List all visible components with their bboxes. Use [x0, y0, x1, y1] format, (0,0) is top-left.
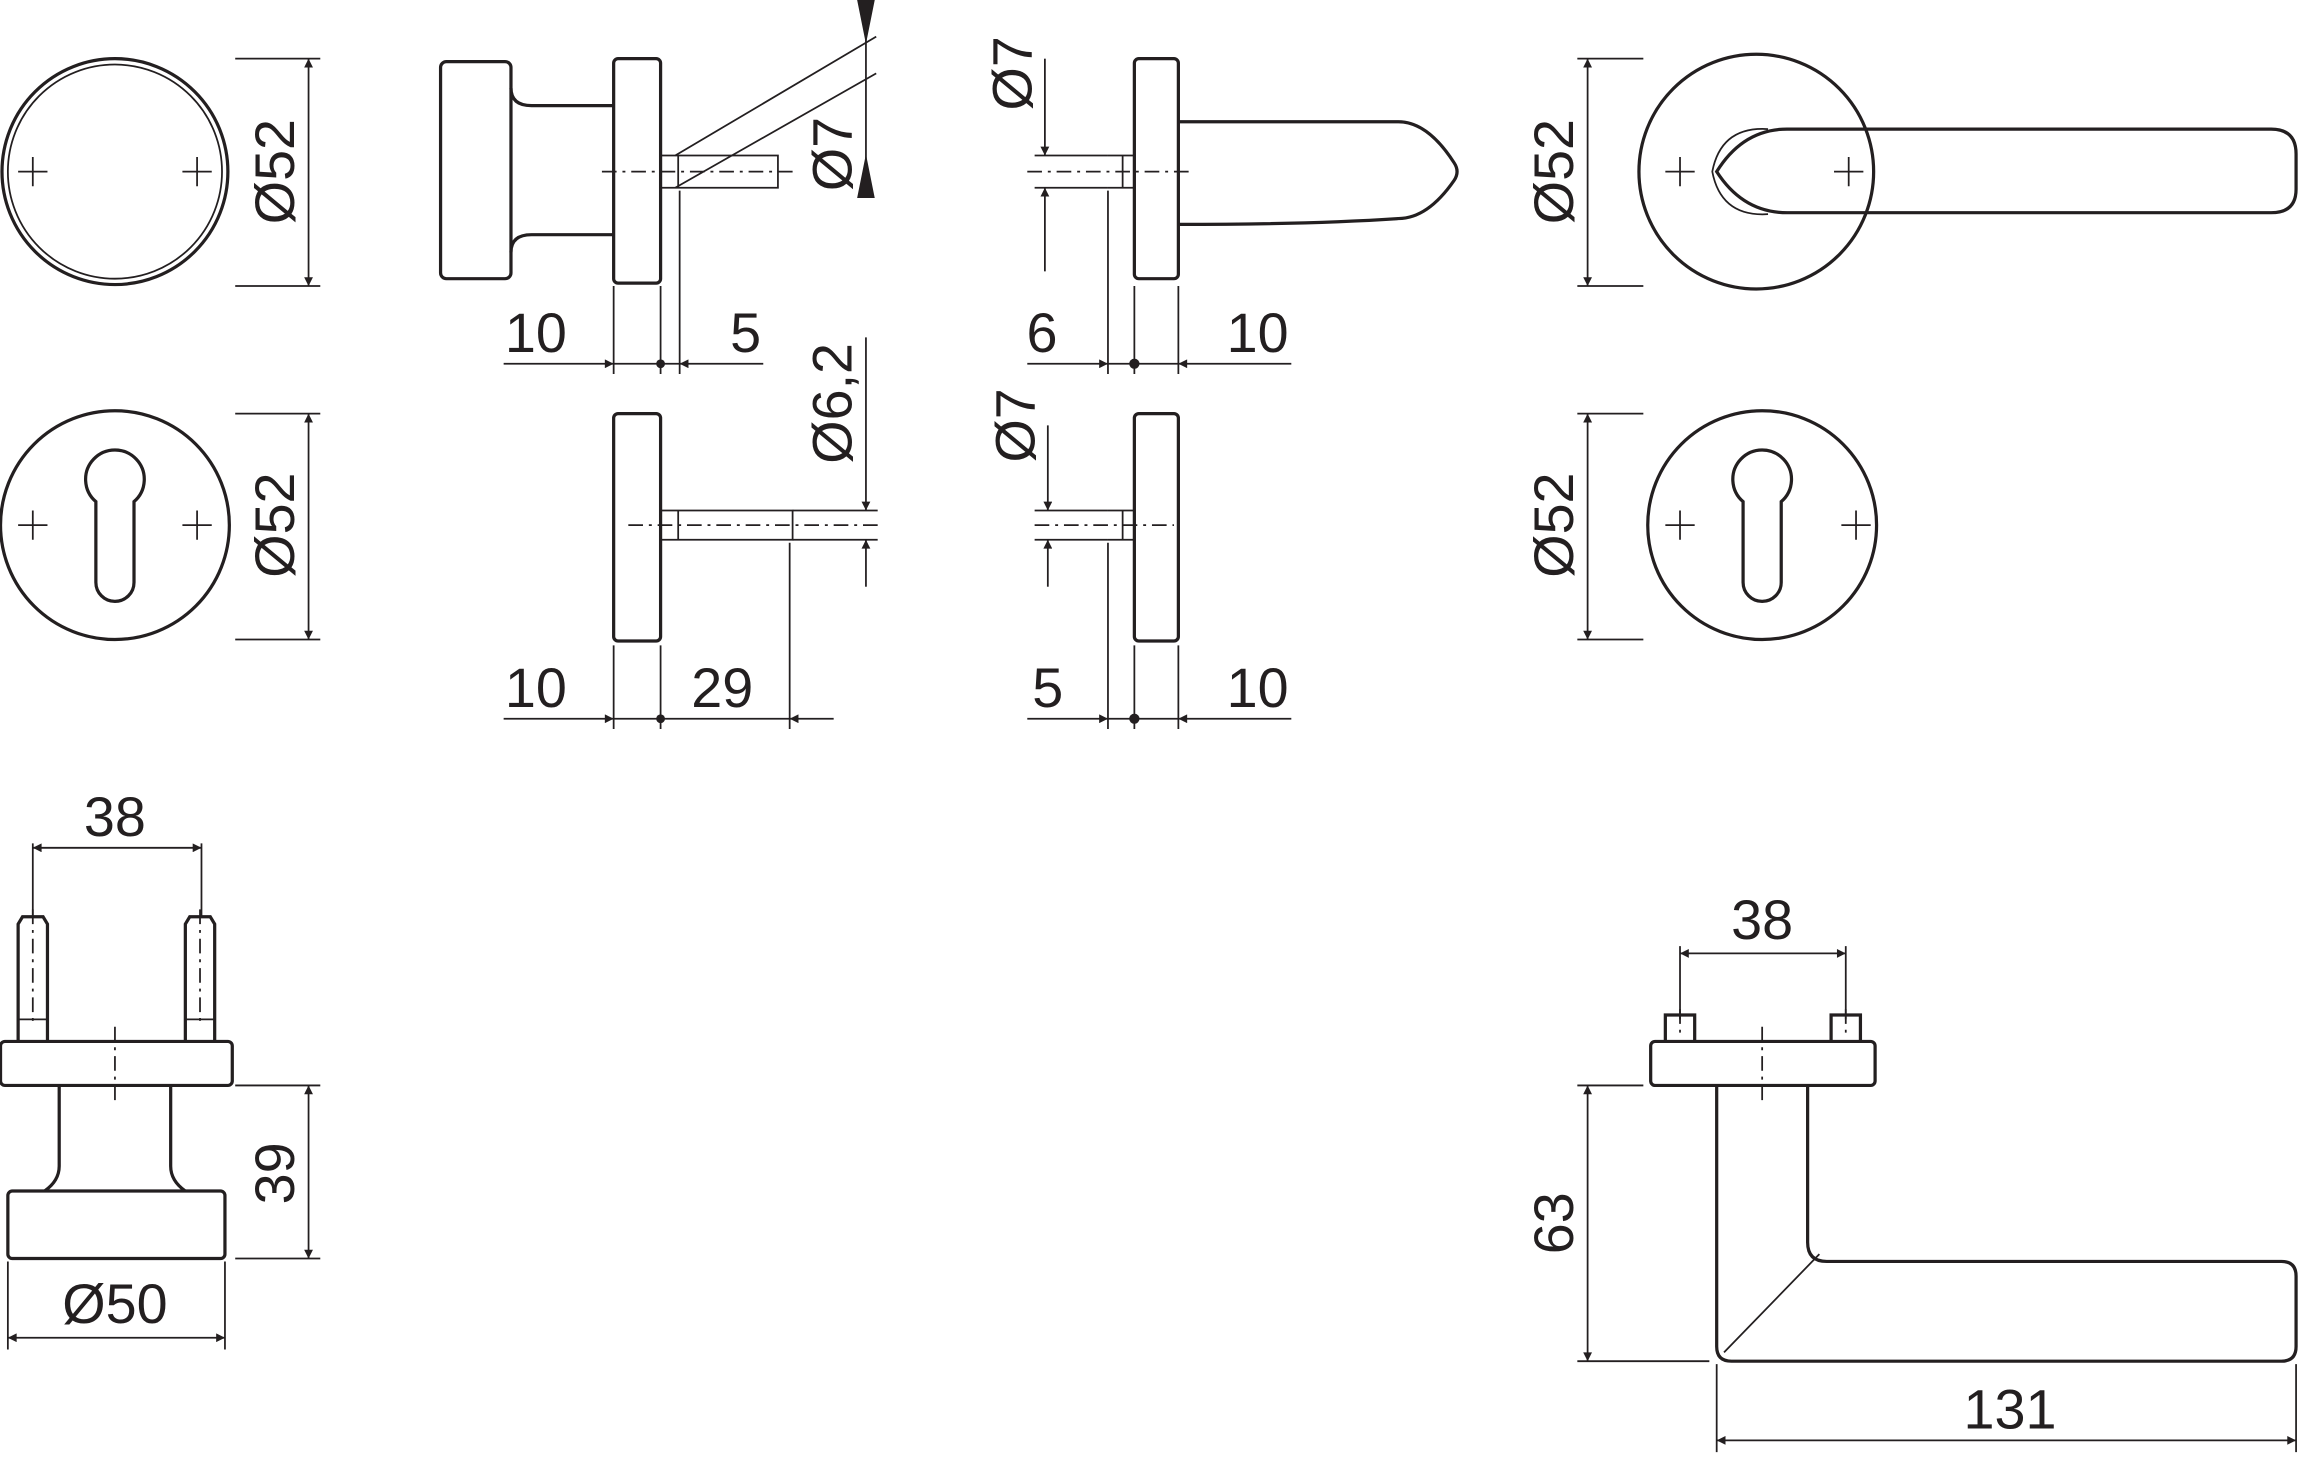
screw-cross-icon	[18, 156, 212, 187]
dim-lever-spindle-dia: Ø7	[982, 36, 1044, 110]
dim-lever-offset: 6	[1026, 302, 1057, 364]
dim-lever-rose-dia: Ø52	[1523, 119, 1585, 224]
knob-side-view: Ø7 10 5	[438, 0, 877, 375]
dim-rose-width: 10	[505, 302, 567, 364]
escutcheon-stub-side: Ø7 5 10	[985, 388, 1292, 729]
dim-lever-projection: 63	[1523, 1192, 1585, 1254]
dim-lever-length: 131	[1964, 1379, 2057, 1441]
escutcheon-left-front: Ø52	[0, 409, 321, 642]
knob-top-view: 38 39 Ø50	[0, 786, 321, 1350]
dim-spindle-offset: 5	[730, 302, 761, 364]
dim-pin-length: 29	[691, 657, 753, 719]
dim-knob-dia: Ø50	[62, 1273, 167, 1335]
rose-front-view: Ø52	[0, 57, 321, 287]
lever-top-view: 38 63 131	[1523, 889, 2298, 1453]
dim-stub-offset: 5	[1032, 657, 1063, 719]
dim-spindle-dia: Ø7	[801, 117, 863, 191]
lever-front-view: Ø52	[1523, 52, 2298, 291]
dim-pin-dia: Ø6,2	[801, 343, 863, 464]
dim-escutcheon-width: 10	[505, 657, 567, 719]
dim-rose-dia: Ø52	[244, 119, 306, 224]
dim-lever-rose-width: 10	[1227, 302, 1289, 364]
dim-escutcheon-dia: Ø52	[244, 472, 306, 577]
dim-knob-pin-spacing: 38	[84, 786, 146, 848]
dim-stub-rose-width: 10	[1227, 657, 1289, 719]
escutcheon-right-front: Ø52	[1523, 409, 1879, 642]
dim-lever-pin-spacing: 38	[1731, 889, 1793, 951]
screw-cross-icon	[1665, 510, 1871, 540]
screw-cross-icon	[1665, 156, 1864, 187]
escutcheon-pin-side: Ø6,2 10 29	[503, 337, 881, 729]
lever-side-view: Ø7 6 10	[982, 36, 1459, 375]
dim-knob-projection: 39	[244, 1142, 306, 1204]
screw-cross-icon	[18, 510, 212, 540]
dim-stub-dia: Ø7	[985, 388, 1047, 462]
dim-escutcheon-right-dia: Ø52	[1523, 472, 1585, 577]
